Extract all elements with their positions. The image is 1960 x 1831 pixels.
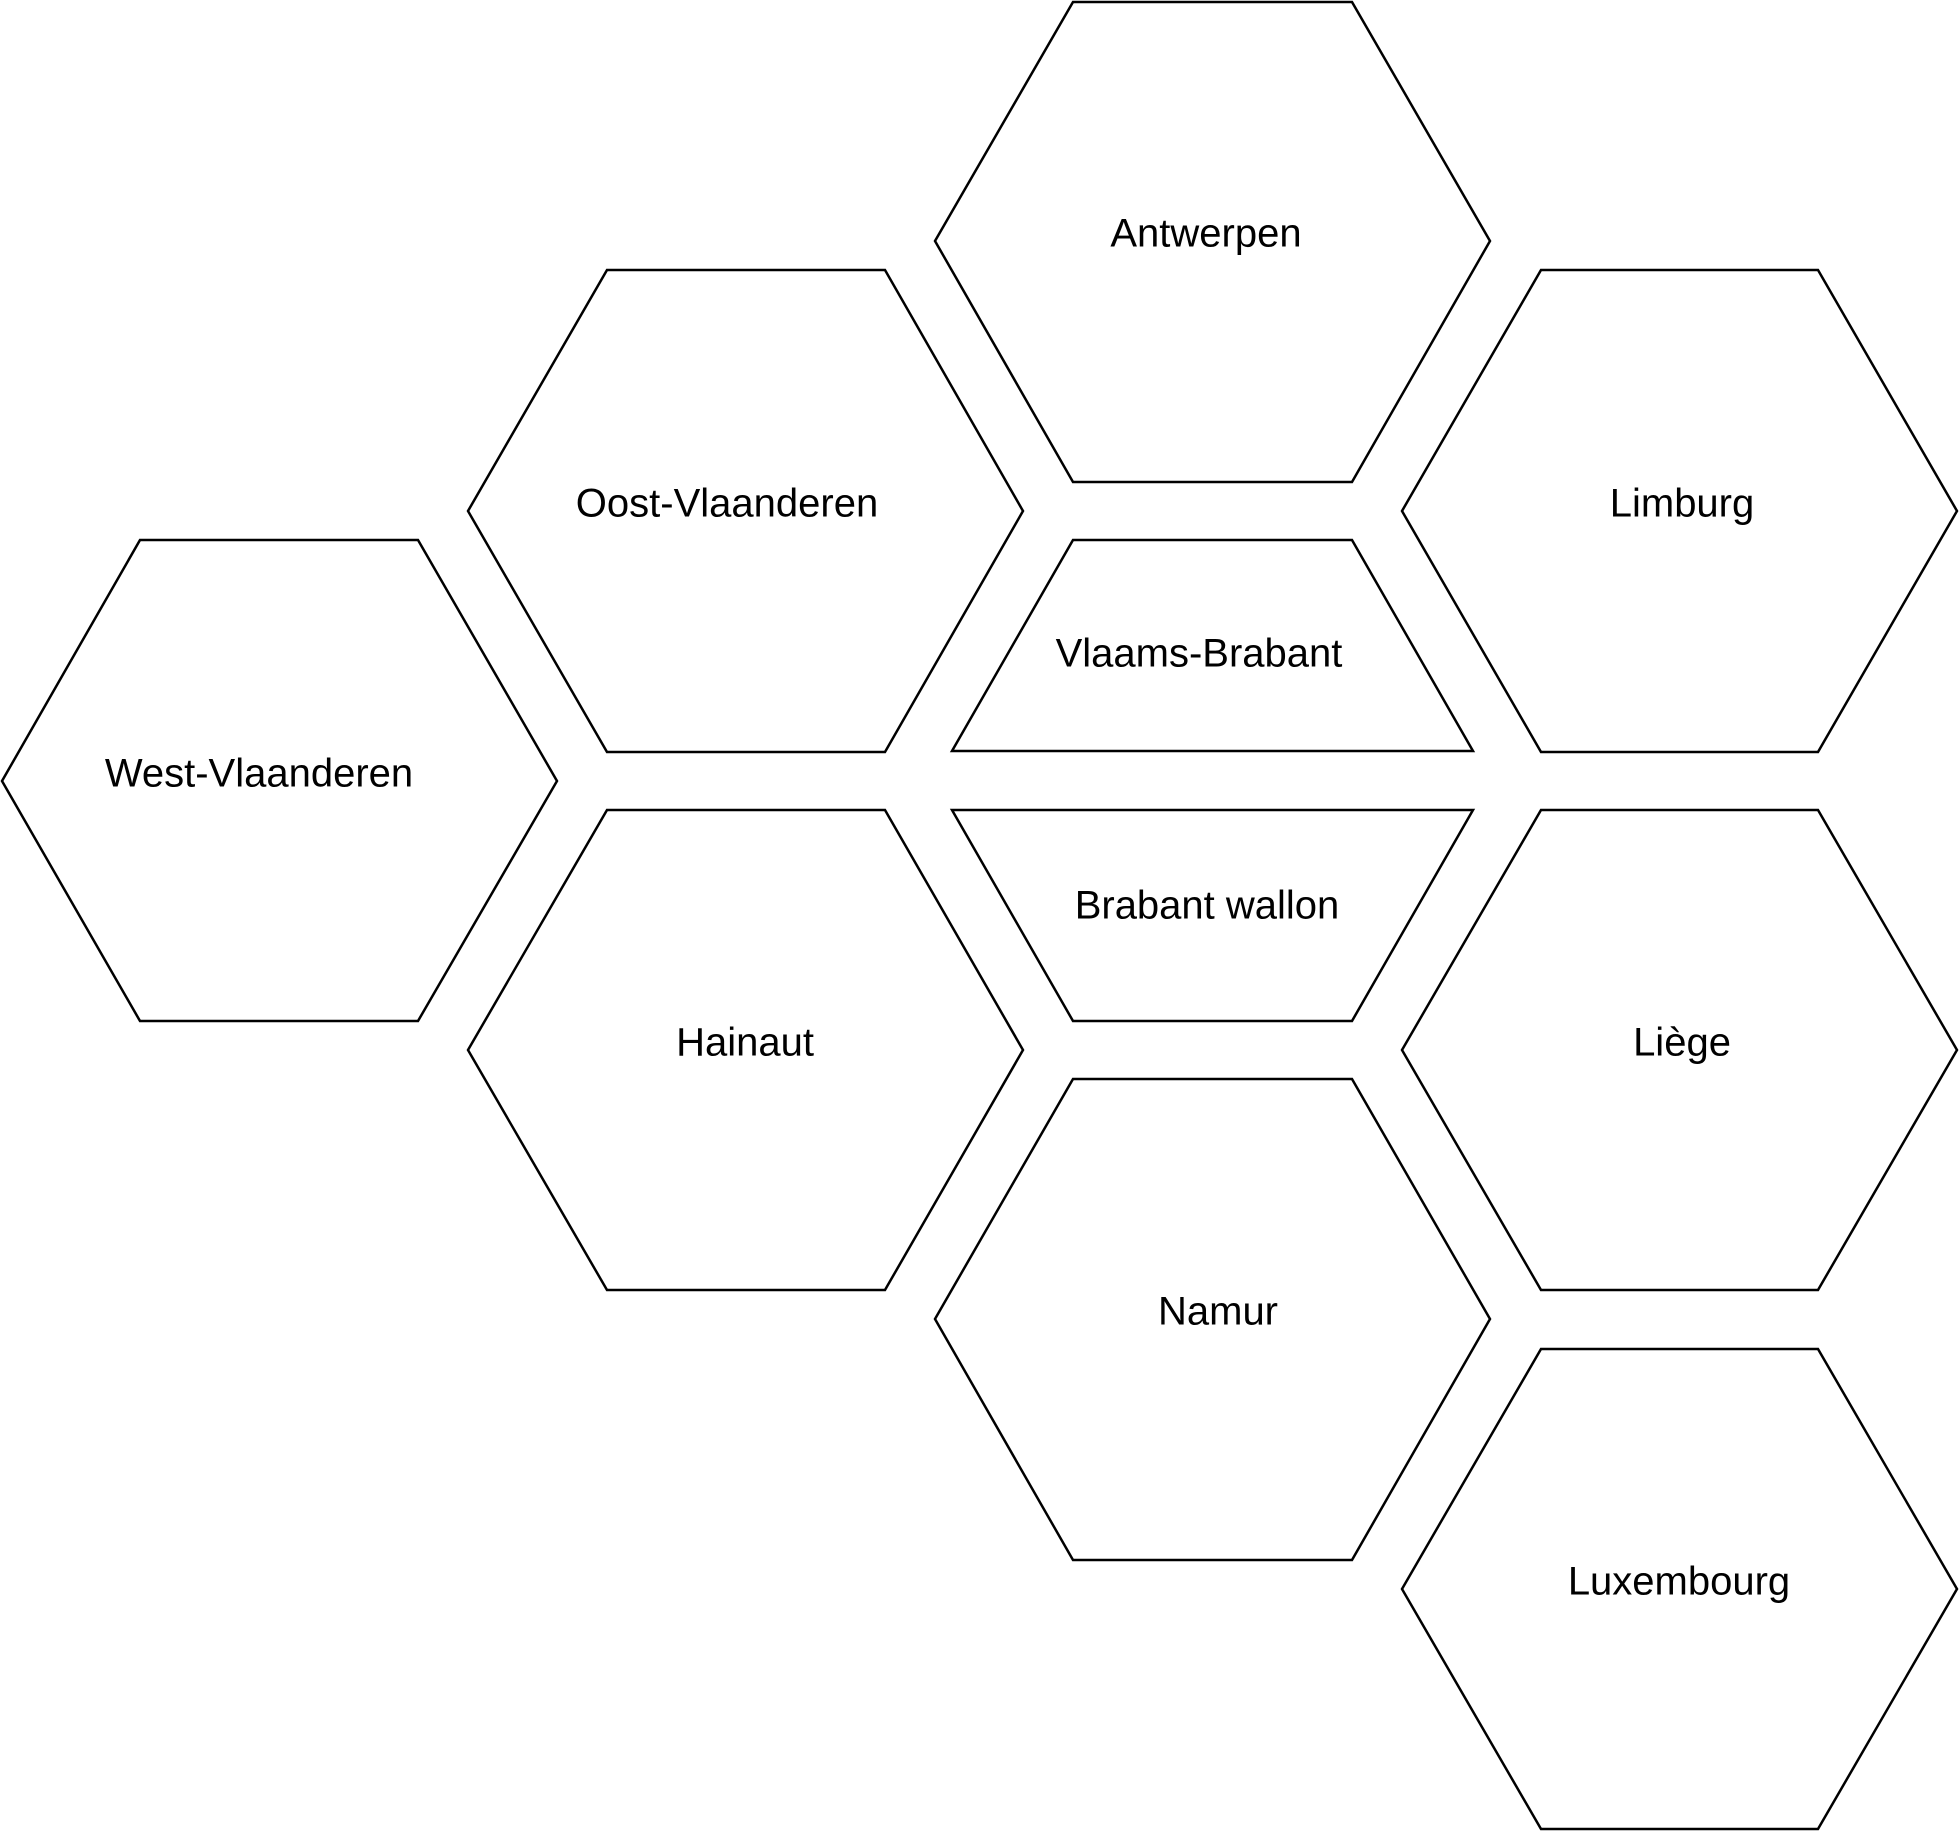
province-namur-label: Namur	[1158, 1290, 1278, 1334]
province-vlaams-brabant[interactable]: Vlaams-Brabant	[949, 538, 1476, 753]
province-liege-label: Liège	[1633, 1021, 1731, 1065]
province-brabant-wallon[interactable]: Brabant wallon	[949, 808, 1476, 1023]
province-hainaut-label: Hainaut	[676, 1021, 814, 1065]
province-namur[interactable]: Namur	[933, 1077, 1492, 1562]
province-limburg[interactable]: Limburg	[1400, 268, 1959, 754]
province-liege[interactable]: Liège	[1400, 808, 1959, 1292]
province-hainaut[interactable]: Hainaut	[466, 808, 1025, 1292]
province-luxembourg[interactable]: Luxembourg	[1400, 1347, 1959, 1831]
province-antwerpen[interactable]: Antwerpen	[933, 0, 1492, 484]
province-west-vlaanderen[interactable]: West-Vlaanderen	[0, 538, 559, 1023]
province-oost-vlaanderen[interactable]: Oost-Vlaanderen	[466, 268, 1025, 754]
province-brabant-wallon-label: Brabant wallon	[1075, 884, 1340, 928]
province-vlaams-brabant-label: Vlaams-Brabant	[1056, 632, 1343, 676]
province-luxembourg-label: Luxembourg	[1568, 1560, 1790, 1604]
province-oost-vlaanderen-label: Oost-Vlaanderen	[576, 482, 878, 526]
province-antwerpen-label: Antwerpen	[1110, 212, 1301, 256]
province-west-vlaanderen-label: West-Vlaanderen	[105, 752, 413, 796]
province-limburg-label: Limburg	[1610, 482, 1755, 526]
